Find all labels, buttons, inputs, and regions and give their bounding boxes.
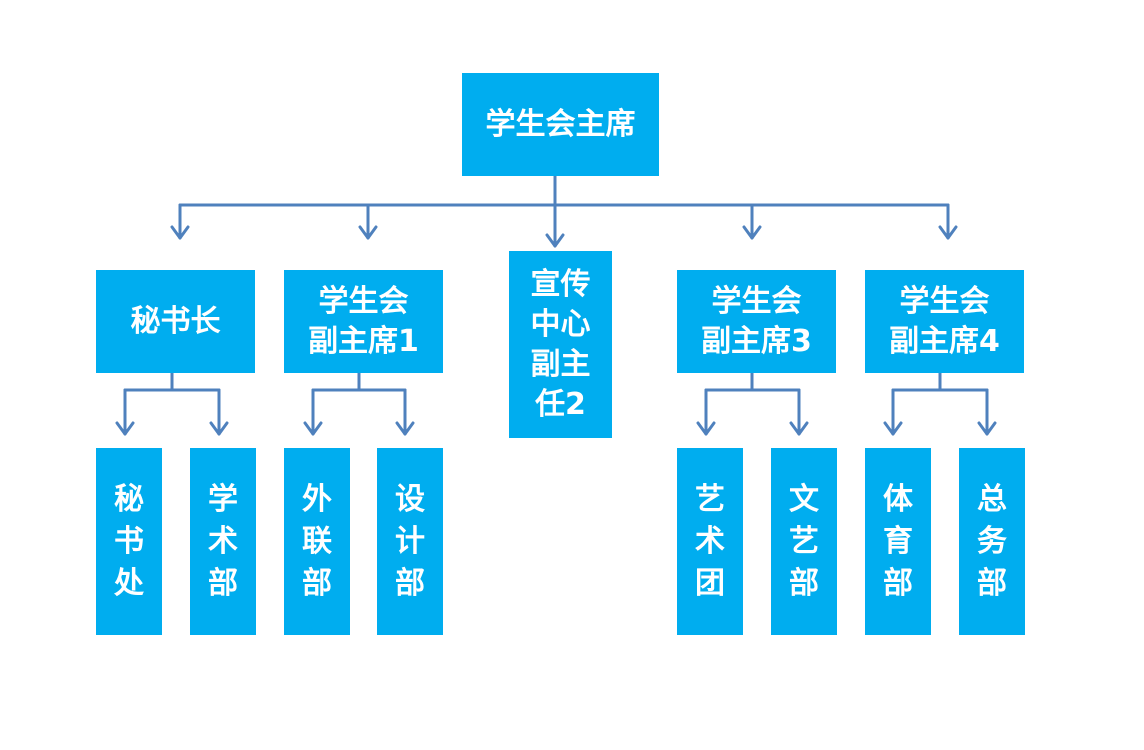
arrow-head	[358, 225, 378, 240]
arrow-head	[696, 421, 716, 436]
arrow-head	[303, 421, 323, 436]
node-label: 秘 书 处	[114, 481, 144, 601]
node-vice-president-4: 学生会 副主席4	[865, 270, 1024, 373]
node-secretary-general: 秘书长	[96, 270, 255, 373]
node-design-dept: 设 计 部	[377, 448, 443, 635]
node-label: 文 艺 部	[789, 481, 819, 601]
node-external-relations-dept: 外 联 部	[284, 448, 350, 635]
arrow-head	[395, 421, 415, 436]
node-label: 设 计 部	[395, 481, 425, 601]
arrow-head	[789, 421, 809, 436]
arrow-head	[742, 225, 762, 240]
node-label: 外 联 部	[302, 481, 332, 601]
arrow-head	[883, 421, 903, 436]
arrow-head	[209, 421, 229, 436]
node-sports-dept: 体 育 部	[865, 448, 931, 635]
node-label: 艺 术 团	[695, 481, 725, 601]
node-vice-president-1: 学生会 副主席1	[284, 270, 443, 373]
arrow-head	[115, 421, 135, 436]
node-label: 学生会主席	[485, 106, 636, 142]
node-label: 宣传 中心 副主 任2	[530, 266, 591, 422]
node-label: 体 育 部	[883, 481, 913, 601]
arrow-head	[977, 421, 997, 436]
node-label: 学生会 副主席4	[889, 283, 1000, 359]
node-label: 秘书长	[130, 303, 221, 339]
node-secretariat: 秘 书 处	[96, 448, 162, 635]
node-president: 学生会主席	[462, 73, 659, 176]
node-vice-president-3: 学生会 副主席3	[677, 270, 836, 373]
node-arts-dept: 文 艺 部	[771, 448, 837, 635]
node-general-affairs-dept: 总 务 部	[959, 448, 1025, 635]
node-label: 学生会 副主席3	[701, 283, 812, 359]
arrow-head	[545, 233, 565, 248]
node-label: 学生会 副主席1	[308, 283, 419, 359]
arrow-head	[170, 225, 190, 240]
arrow-head	[938, 225, 958, 240]
node-art-troupe: 艺 术 团	[677, 448, 743, 635]
node-academic-dept: 学 术 部	[190, 448, 256, 635]
node-label: 学 术 部	[208, 481, 238, 601]
node-publicity-deputy-2: 宣传 中心 副主 任2	[509, 251, 612, 438]
node-label: 总 务 部	[977, 481, 1007, 601]
